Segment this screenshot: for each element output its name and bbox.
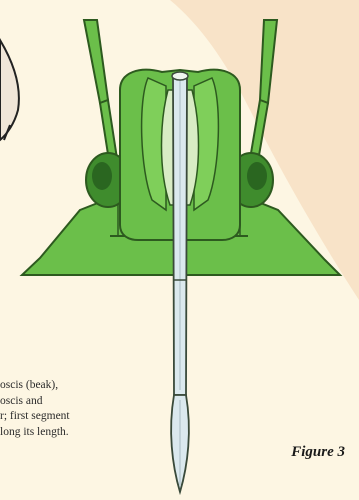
- figure-label: Figure 3: [291, 444, 345, 461]
- caption-line-1: oscis (beak),: [0, 378, 175, 394]
- left-antenna: [84, 20, 108, 103]
- caption: oscis (beak), oscis and r; first segment…: [0, 378, 175, 440]
- caption-line-4: long its length.: [0, 425, 175, 441]
- caption-line-2: oscis and: [0, 394, 175, 410]
- caption-line-3: r; first segment: [0, 409, 175, 425]
